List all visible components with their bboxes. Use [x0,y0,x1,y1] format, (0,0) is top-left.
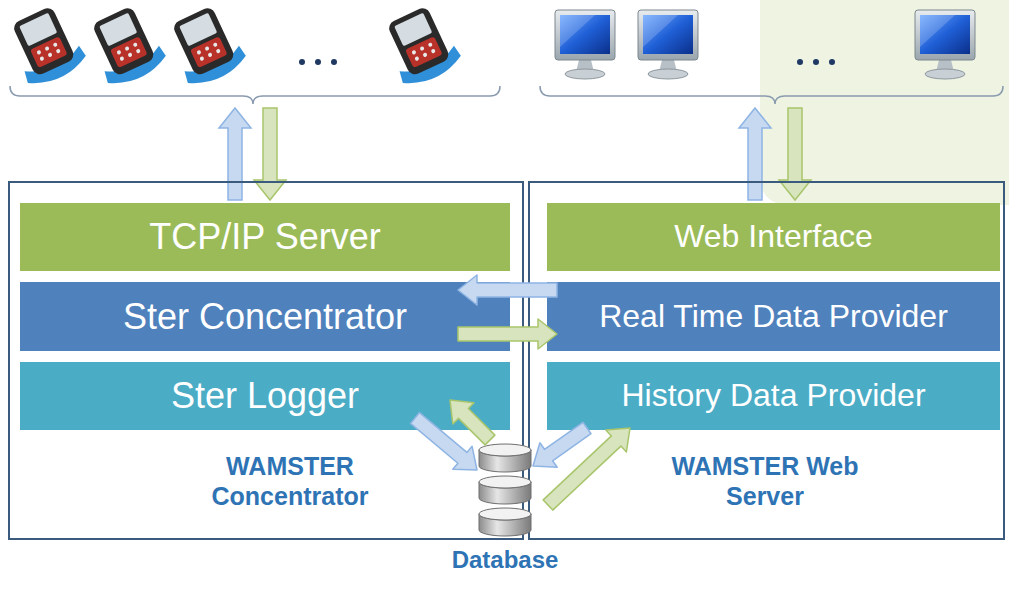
data-flow-arrow [543,428,630,510]
database-disc-top [479,508,531,520]
layer-label: History Data Provider [621,378,925,413]
layer-label: TCP/IP Server [149,217,380,257]
database-disc-top [479,476,531,488]
concentrator-group: WAMSTER Concentrator TCP/IP ServerSter Co… [8,181,524,540]
service-layer: Ster Concentrator [20,282,510,351]
group-bracket [10,86,500,104]
layer-label: Ster Logger [171,376,359,416]
response-arrow [779,108,811,200]
database-icon: Database [475,438,535,542]
ellipsis-dots [797,59,835,65]
server-layer: TCP/IP Server [20,203,510,271]
handheld-device [162,1,249,91]
handheld-device [2,1,89,91]
web-server-group: WAMSTER Web Server Web InterfaceReal Time… [528,181,1005,540]
data-flow-arrow [533,422,591,467]
server-layer: Web Interface [547,203,1000,271]
data-flow-arrow [411,413,478,470]
service-layer: History Data Provider [547,362,1000,430]
data-flow-arrow [450,400,495,445]
data-flow-arrow [458,275,557,305]
request-arrow [739,108,771,200]
handheld-device [82,1,169,91]
computer-icon [638,10,698,79]
layer-label: Real Time Data Provider [599,299,948,334]
computer-icon [555,10,615,79]
group-label: WAMSTER Concentrator [195,451,385,511]
group-bracket [540,86,1003,104]
ellipsis-dots [299,59,337,65]
data-flow-arrow [458,319,557,349]
request-arrow [219,108,251,200]
service-layer: Ster Logger [20,362,510,430]
background-panel [760,0,1009,205]
database-disc-top [479,444,531,456]
handheld-device [377,1,464,91]
layer-label: Web Interface [674,219,873,254]
group-label: WAMSTER Web Server [670,451,860,511]
layer-label: Ster Concentrator [123,297,407,337]
computer-icon [915,10,975,79]
database-cylinder [475,438,535,542]
response-arrow [254,108,286,200]
database-label: Database [452,546,559,574]
service-layer: Real Time Data Provider [547,282,1000,351]
